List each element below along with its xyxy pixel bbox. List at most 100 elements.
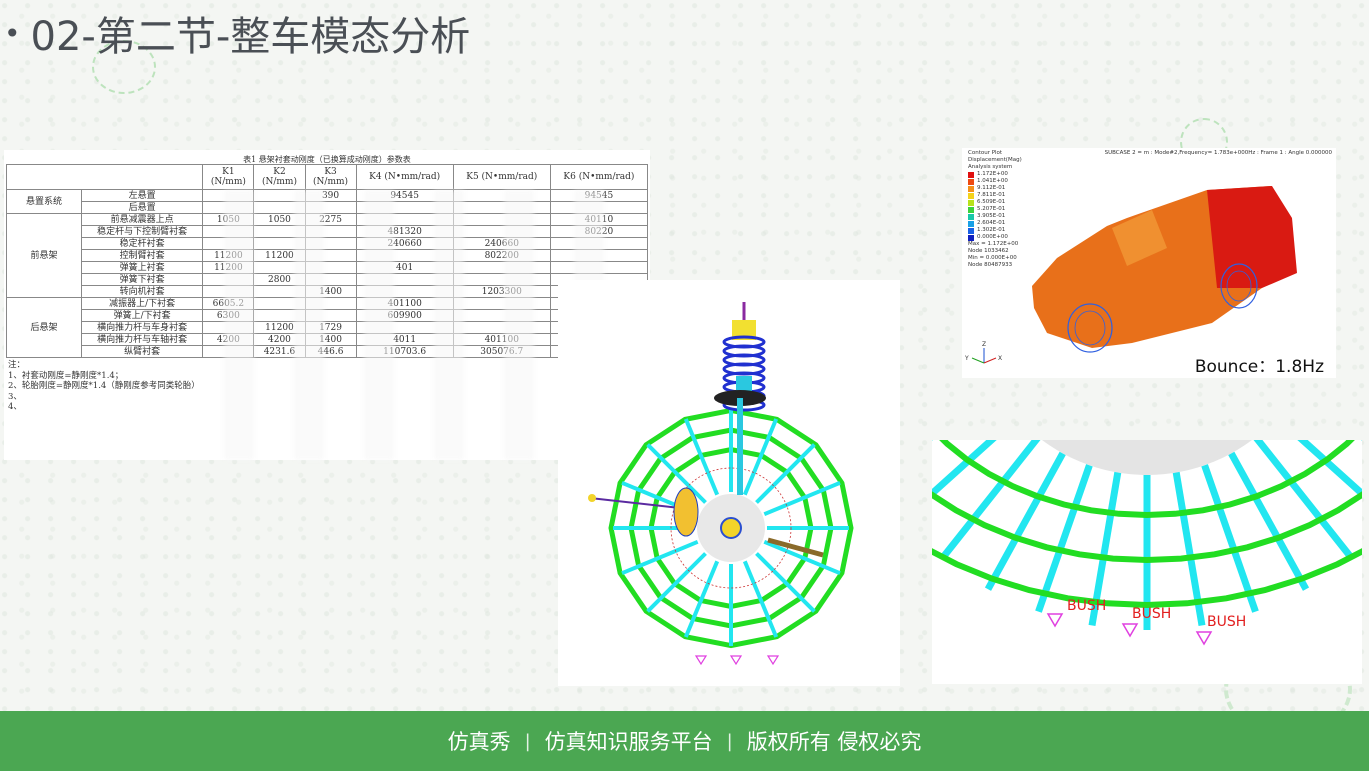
page-title: • 02-第二节-整车模态分析 [4, 4, 470, 62]
legend-label: 2.604E-01 [977, 220, 1006, 226]
tire-ring [608, 407, 854, 649]
legend-label: 6.509E-01 [977, 199, 1006, 205]
legend-entry: 1.172E+00 [968, 171, 1022, 178]
bush-zoom-panel: BUSH BUSH BUSH [932, 440, 1362, 684]
legend-entry: 0.000E+00 [968, 234, 1022, 241]
svg-text:Z: Z [982, 341, 986, 348]
tire-ring [932, 491, 1362, 564]
legend-entry: 1.041E+00 [968, 178, 1022, 185]
footer-bar: 仿真秀 | 仿真知识服务平台 | 版权所有 侵权必究 [0, 711, 1369, 771]
subcase-label: SUBCASE 2 = m : Mode#2,Frequency= 1.783e… [1104, 150, 1332, 156]
tie-rod-end [588, 494, 596, 502]
tire-spoke [939, 440, 1041, 561]
constraint-marker [766, 655, 780, 666]
rear-wheel-mesh [1220, 263, 1258, 309]
footer-separator: | [726, 730, 733, 752]
table-header-cell: K1(N/mm) [202, 164, 255, 190]
tire-spoke [763, 480, 841, 517]
front-wheel-mesh-inner [1074, 310, 1106, 346]
legend-swatch [968, 234, 974, 241]
lower-arm [767, 537, 824, 558]
bounce-mode-label: Bounce：1.8Hz [1194, 357, 1324, 377]
deco-circle-top [92, 40, 156, 94]
table-group-cell: 悬置系统 [6, 189, 82, 214]
tire-spoke [683, 418, 720, 496]
table-group-cell: 后悬架 [6, 297, 82, 358]
tire-spoke [763, 539, 841, 576]
tire-spoke [1201, 464, 1259, 613]
legend-swatch [968, 185, 974, 192]
table-caption: 表1 悬架衬套动刚度（已换算成动刚度）参数表 [243, 155, 411, 164]
contour-stat: Node 80487933 [968, 262, 1013, 268]
table-note: 注： [8, 360, 26, 370]
contour-header-line: Contour Plot [968, 150, 1003, 156]
footer-separator: | [524, 730, 531, 752]
stiffness-table-image: 表1 悬架衬套动刚度（已换算成动刚度）参数表 K1(N/mm) K2(N/mm)… [4, 150, 650, 460]
legend-label: 3.905E-01 [977, 213, 1006, 219]
footer-slogan: 仿真知识服务平台 [544, 730, 713, 754]
table-header-cell: K4 (N•mm/rad) [355, 164, 454, 190]
tire-spoke [1253, 440, 1355, 561]
bush-label: BUSH [1207, 614, 1246, 630]
table-note: 4、 [8, 402, 22, 412]
table-note: 3、 [8, 391, 22, 402]
legend-swatch [968, 213, 974, 220]
legend-label: 1.172E+00 [977, 171, 1008, 177]
bush-label: BUSH [1132, 606, 1171, 622]
front-wheel-mesh [1067, 303, 1113, 353]
legend-entry: 6.509E-01 [968, 199, 1022, 206]
tire-spoke [742, 560, 779, 638]
legend-label: 5.207E-01 [977, 206, 1006, 212]
contour-header-line: Analysis system [968, 164, 1013, 170]
knuckle [673, 487, 699, 537]
legend-label: 1.302E-01 [977, 227, 1006, 233]
suspension-wheel-panel [558, 280, 900, 686]
legend-swatch [968, 206, 974, 213]
table-cell: 纵臂衬套 [80, 345, 204, 358]
footer-rights: 版权所有 侵权必究 [746, 730, 922, 754]
svg-text:X: X [998, 355, 1002, 362]
table-header-row: K1(N/mm) K2(N/mm) K3(N/mm) K4 (N•mm/rad)… [5, 164, 649, 190]
legend-swatch [968, 220, 974, 227]
table-note: 2、轮胎刚度=静刚度*1.4（静刚度参考同类轮胎） [8, 381, 200, 391]
footer-brand: 仿真秀 [447, 730, 511, 754]
table-header-cell: K2(N/mm) [253, 164, 306, 190]
bush-zoom-image: BUSH BUSH BUSH [932, 440, 1362, 646]
tire-spoke [646, 552, 707, 613]
tire-ring [939, 440, 1355, 519]
tire-spoke [755, 443, 816, 504]
constraint-marker [1046, 613, 1064, 628]
car-contour-image: Z X Y [964, 186, 1297, 364]
table-header-cell [5, 164, 204, 190]
bush-label: BUSH [1067, 598, 1106, 614]
tire-spoke [621, 539, 699, 576]
table-header-cell: K5 (N•mm/rad) [452, 164, 551, 190]
table-notes: 注：1、衬套动刚度=静刚度*1.4；2、轮胎刚度=静刚度*1.4（静刚度参考同类… [8, 360, 650, 413]
constraint-marker [729, 655, 743, 666]
rim-outline [670, 467, 792, 589]
svg-text:Y: Y [964, 355, 969, 362]
suspension-model-image [588, 302, 854, 666]
hub-disk [1042, 440, 1252, 475]
legend-swatch [968, 178, 974, 185]
legend-swatch [968, 199, 974, 206]
legend-entry: 3.905E-01 [968, 213, 1022, 220]
table-group-cell: 前悬架 [6, 213, 82, 298]
tire-spoke [932, 440, 997, 499]
contour-stat: Min = 0.000E+00 [968, 255, 1017, 261]
legend-swatch [968, 227, 974, 234]
legend-label: 7.811E-01 [977, 192, 1006, 198]
constraint-marker [1121, 623, 1139, 638]
tire-spoke [646, 443, 707, 504]
legend-entry: 5.207E-01 [968, 206, 1022, 213]
legend-label: 1.041E+00 [977, 178, 1008, 184]
car-body-rear [1207, 186, 1297, 288]
legend-entry: 2.604E-01 [968, 220, 1022, 227]
strut-mount [732, 320, 756, 340]
tire-spoke [1228, 451, 1310, 591]
tire-spoke [984, 451, 1066, 591]
rear-wheel-mesh-inner [1226, 270, 1252, 302]
tire-spoke [1297, 440, 1362, 499]
tire-spoke [683, 560, 720, 638]
